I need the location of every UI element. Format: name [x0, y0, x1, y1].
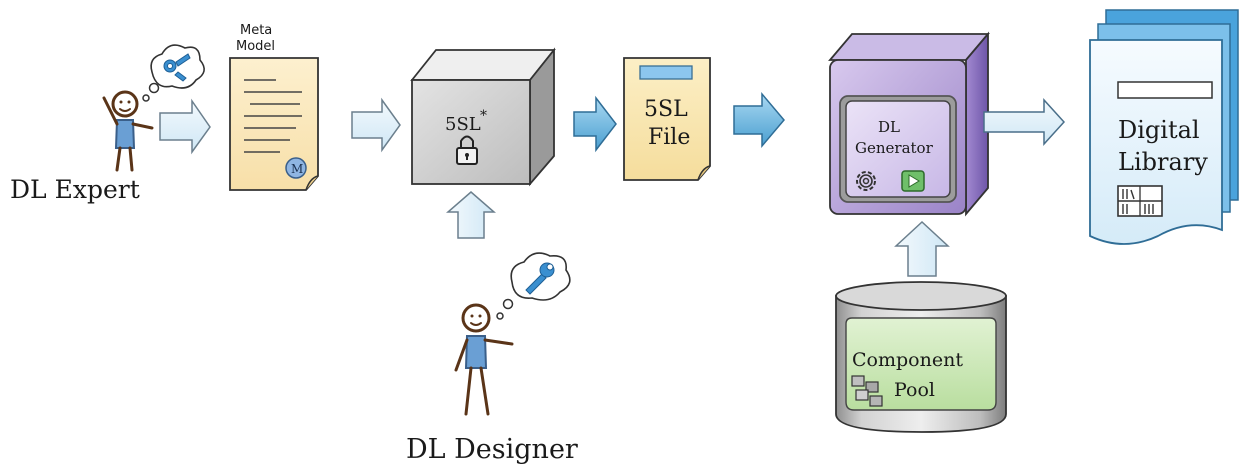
5sl-file-document: 5SL File: [623, 57, 711, 181]
gear-icon: [856, 171, 876, 191]
arrow-designer-to-box: [445, 191, 497, 239]
meta-model-label-line1: Meta: [240, 23, 272, 38]
dl-designer-figure: [454, 303, 514, 416]
arrow-metamodel-to-box: [351, 97, 401, 153]
5sl-box-asterisk: *: [480, 108, 487, 124]
meta-model-document: M: [229, 57, 319, 191]
dl-expert-label: DL Expert: [10, 175, 140, 204]
dl-expert-figure: [102, 90, 154, 172]
meta-model-label-line2: Model: [236, 39, 275, 54]
dl-designer-label: DL Designer: [406, 434, 578, 464]
dl-generator-line2: Generator: [855, 139, 934, 157]
arrow-box-to-file: [573, 95, 617, 153]
digital-library-stack: Digital Library: [1089, 9, 1239, 245]
5sl-file-line2: File: [648, 125, 690, 150]
component-pool-line2: Pool: [894, 379, 935, 401]
digital-library-line1: Digital: [1118, 116, 1200, 144]
components-icon: [851, 375, 883, 407]
play-icon: [901, 170, 925, 192]
arrow-generator-to-library: [983, 98, 1066, 146]
component-pool-cylinder: Component Pool: [835, 281, 1007, 433]
component-pool-line1: Component: [852, 349, 963, 371]
5sl-language-box: 5SL *: [410, 47, 556, 187]
arrow-pool-to-generator: [894, 220, 950, 277]
tools-icon: [163, 53, 191, 82]
5sl-box-label: 5SL: [445, 114, 481, 135]
arrow-expert-to-metamodel: [159, 98, 211, 155]
designer-thought-bubble: [496, 252, 571, 320]
bookshelf-icon: [1117, 185, 1163, 217]
dl-generator-line1: DL: [878, 118, 900, 136]
5sl-file-line1: 5SL: [644, 97, 688, 122]
digital-library-line2: Library: [1118, 148, 1208, 176]
expert-thought-bubble: [142, 44, 205, 102]
dl-generator-machine: DL Generator: [828, 31, 990, 217]
arrow-file-to-generator: [733, 91, 785, 149]
meta-model-badge: M: [291, 162, 303, 176]
wrench-icon: [525, 262, 555, 295]
lock-icon: [456, 135, 478, 165]
